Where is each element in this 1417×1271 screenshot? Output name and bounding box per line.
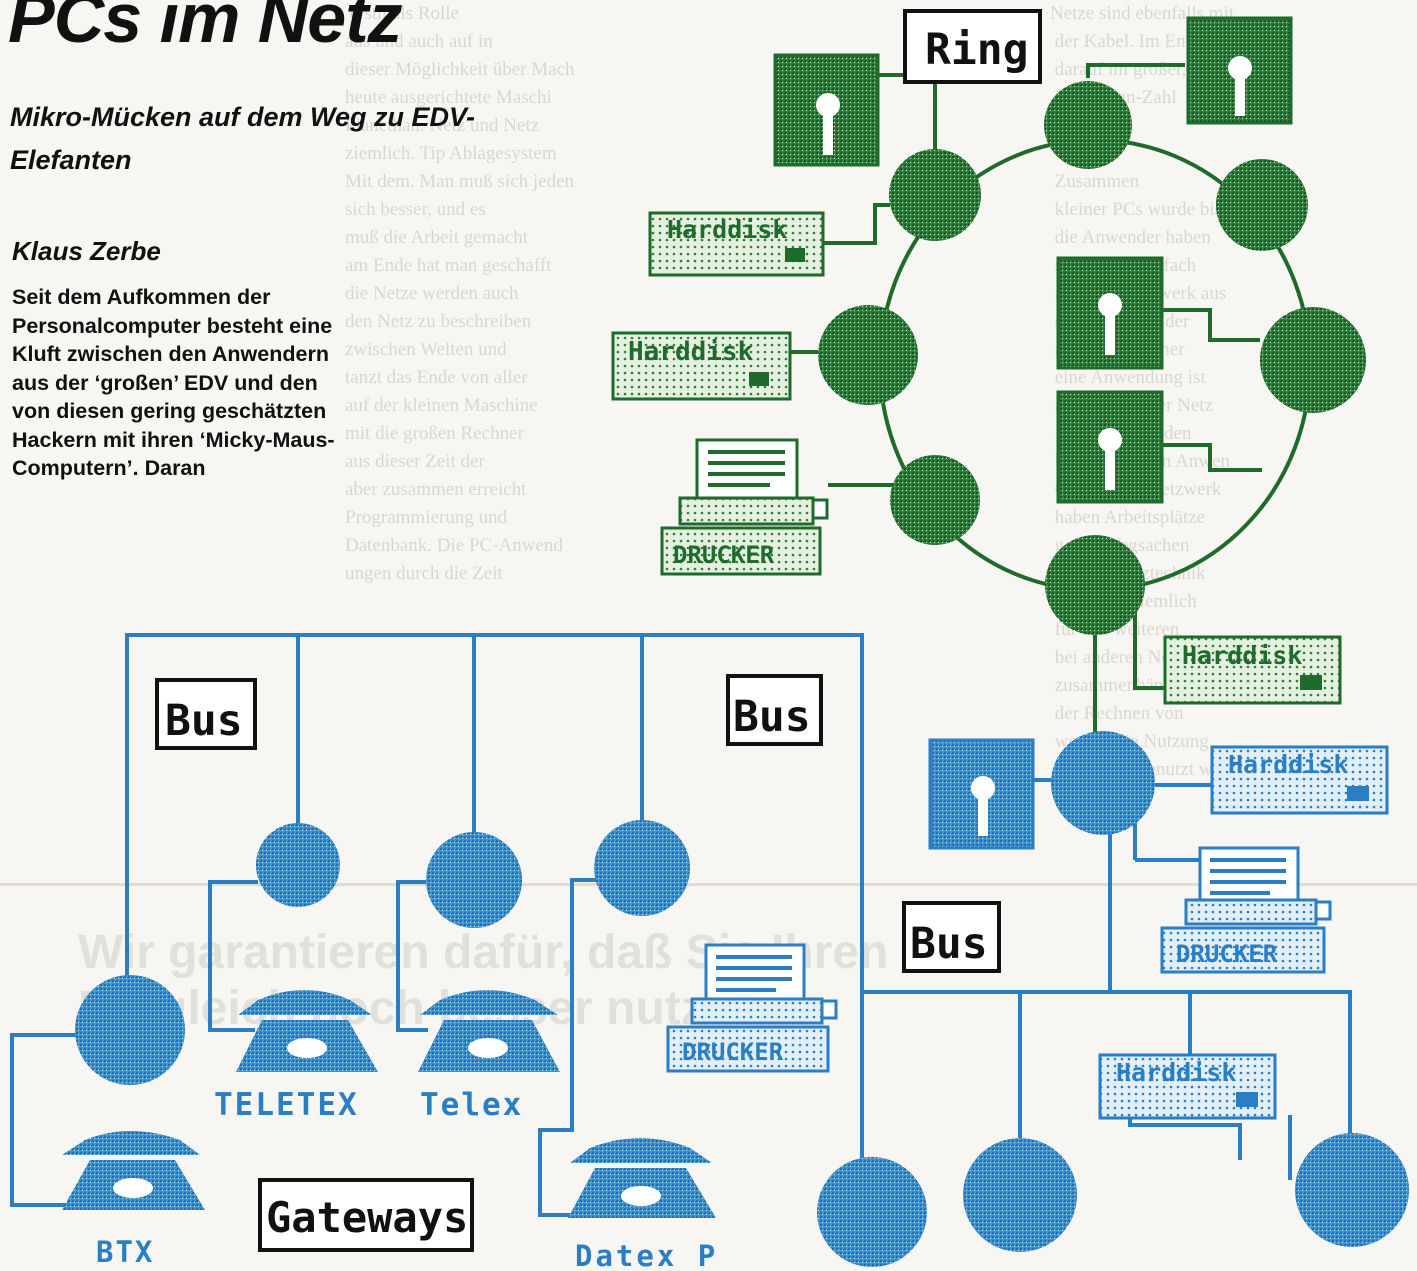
ring-nodes	[818, 81, 1366, 635]
floppy-drive-icon	[1056, 390, 1164, 504]
harddisk-label: Harddisk	[667, 215, 787, 244]
ring-node	[889, 149, 981, 241]
bus-node	[817, 1157, 927, 1267]
bus-cable	[125, 633, 864, 1185]
floppy-drive-icon	[1186, 16, 1293, 125]
floppy-drive-icon	[1056, 256, 1164, 370]
telephone-icon	[418, 990, 560, 1072]
bus-node	[1295, 1133, 1409, 1247]
printer-label: DRUCKER	[682, 1038, 784, 1066]
telephone-icon	[568, 1138, 716, 1218]
bus-network-right	[862, 778, 1352, 1180]
bus-node	[75, 975, 185, 1085]
ring-node	[890, 455, 980, 545]
bus-label: Bus	[910, 919, 988, 969]
teletex-label: TELETEX	[214, 1087, 359, 1123]
harddisk-label: Harddisk	[1228, 750, 1348, 779]
bus-label-box	[726, 674, 823, 746]
article-lead: Seit dem Aufkommen der Personalcomputer …	[12, 285, 335, 480]
harddisk-icon	[611, 331, 792, 401]
telex-label: Telex	[420, 1087, 523, 1123]
gateways-label: Gateways	[266, 1193, 468, 1242]
ring-node	[1216, 159, 1308, 251]
printer-icon	[666, 943, 838, 1073]
background-rule	[0, 883, 1417, 886]
telephone-icon	[236, 990, 378, 1072]
floppy-drive-icon	[773, 53, 880, 167]
printer-icon	[1160, 846, 1332, 974]
bus-node	[1051, 731, 1155, 835]
printer-label: DRUCKER	[673, 541, 775, 569]
printer-icon	[660, 438, 829, 576]
ring-node	[818, 305, 918, 405]
harddisk-icon	[648, 211, 825, 277]
ring-node	[1260, 307, 1366, 413]
bus-label: Bus	[165, 696, 243, 746]
bus-network-left	[10, 633, 864, 1217]
harddisk-icon	[1163, 635, 1342, 705]
ring-label-box	[903, 9, 1042, 84]
floppy-drive-icon	[928, 738, 1035, 850]
datex-label: Datex P	[575, 1239, 718, 1271]
printer-label: DRUCKER	[1176, 940, 1278, 968]
article-subtitle: Mikro-Mücken auf dem Weg zu EDV-Elefante…	[10, 102, 476, 175]
harddisk-label: Harddisk	[1116, 1058, 1236, 1087]
article-title: PCs im Netz	[8, 0, 403, 57]
bus-label: Bus	[733, 692, 811, 742]
ring-node	[1044, 81, 1132, 169]
ring-node	[1045, 535, 1145, 635]
bus-nodes-right	[963, 731, 1409, 1252]
harddisk-icon	[1210, 745, 1389, 815]
bus-node	[256, 823, 340, 907]
harddisk-icon	[1098, 1053, 1277, 1120]
gateways-label-box	[258, 1178, 474, 1252]
ring-label: Ring	[925, 25, 1029, 75]
bus-node	[426, 832, 522, 928]
bus-label-box	[902, 901, 1001, 973]
ring-floppies	[773, 16, 1293, 504]
harddisk-label: Harddisk	[1182, 641, 1302, 670]
btx-label: BTX	[96, 1235, 154, 1269]
harddisk-label: Harddisk	[628, 337, 754, 367]
bus-label-box	[155, 678, 257, 750]
bus-node	[594, 820, 690, 916]
telephone-icon	[62, 1131, 205, 1210]
bus-nodes	[75, 820, 927, 1267]
article-author: Klaus Zerbe	[12, 236, 161, 266]
bus-node	[963, 1138, 1077, 1252]
